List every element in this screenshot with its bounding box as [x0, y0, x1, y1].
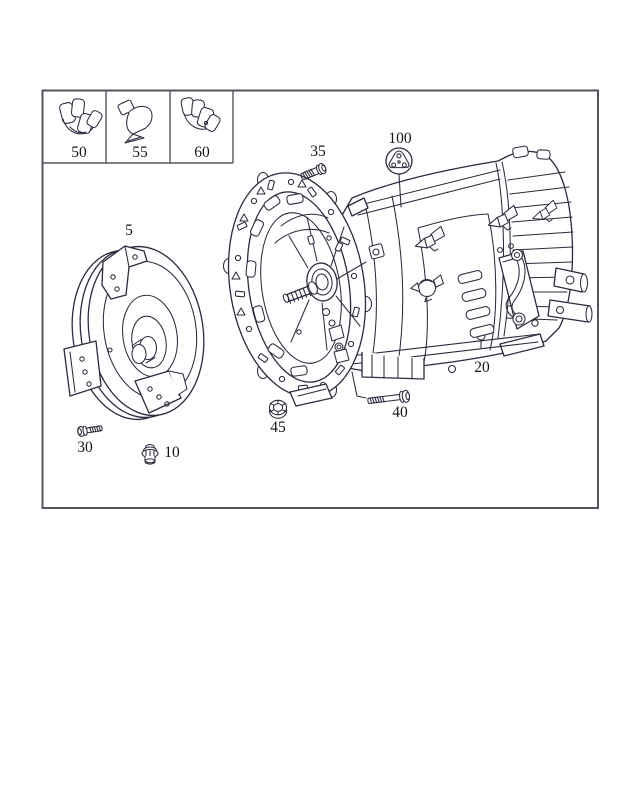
input-shaft: [282, 262, 338, 304]
callout-20[interactable]: 20: [474, 359, 490, 376]
bolt-35-icon: [300, 163, 327, 180]
callout-60[interactable]: 60: [194, 144, 210, 161]
clip-50-icon: [59, 98, 103, 135]
callout-40[interactable]: 40: [392, 404, 408, 421]
vent-slots: [457, 270, 495, 338]
legend-table: [42, 91, 234, 164]
clip-55-icon: [117, 99, 153, 144]
callout-55[interactable]: 55: [132, 144, 148, 161]
clip-60-icon: [180, 97, 221, 132]
nut-45-icon: [268, 399, 288, 419]
installed-clip-symbols: [410, 199, 561, 303]
transmission-drawing: [222, 145, 593, 407]
clamp-symbol: [410, 274, 444, 303]
diagram-frame: [41, 89, 599, 509]
oil-pan: [349, 331, 541, 380]
bolt-30-icon: [77, 425, 103, 437]
callout-30[interactable]: 30: [77, 439, 93, 456]
bell-housing: [222, 171, 373, 407]
drain-plug-10-icon: [141, 443, 159, 465]
case-surface-lines: [347, 169, 514, 365]
shift-lever: [498, 248, 540, 330]
bell-interior: [245, 193, 367, 377]
callout-45[interactable]: 45: [270, 419, 286, 436]
torque-converter-drawing: [63, 245, 205, 421]
bolt-40-icon: [351, 371, 411, 405]
output-shaft: [499, 267, 593, 357]
flange-holes: [231, 178, 360, 392]
callout-10[interactable]: 10: [164, 444, 180, 461]
converter-top-lug: [101, 245, 148, 300]
callout-100[interactable]: 100: [388, 130, 412, 147]
callout-50[interactable]: 50: [71, 144, 87, 161]
callout-35[interactable]: 35: [310, 143, 326, 160]
converter-bottom-lug: [134, 370, 188, 414]
converter-left-lug: [63, 340, 102, 397]
match-marker-icon: [385, 147, 413, 208]
callout-5[interactable]: 5: [125, 222, 133, 239]
